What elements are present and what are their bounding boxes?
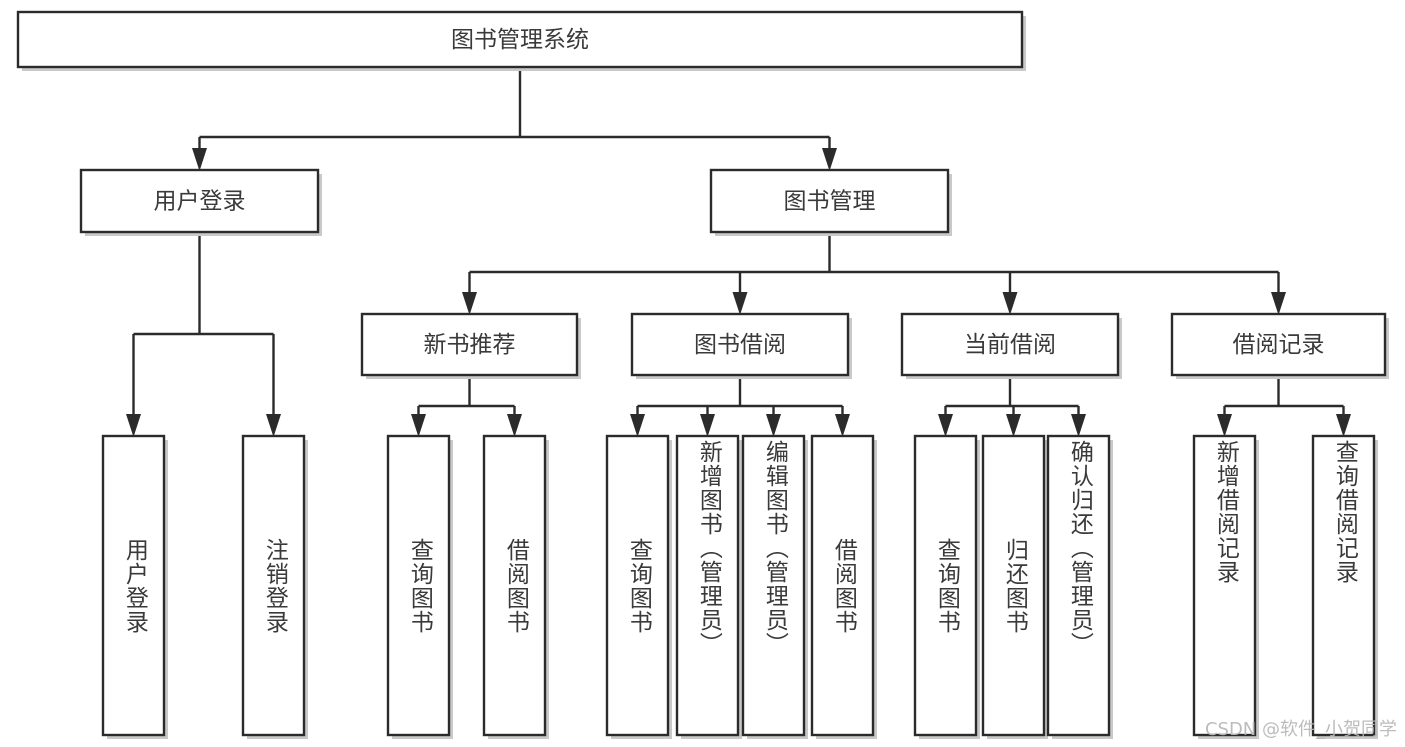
edge-group-current_borrow bbox=[938, 375, 1086, 437]
arrow-head-icon bbox=[1006, 414, 1021, 437]
node-label-current_borrow: 当前借阅 bbox=[964, 332, 1056, 358]
node-label-book_borrow: 图书借阅 bbox=[694, 332, 786, 358]
node-label-user_login: 用户登录 bbox=[154, 189, 246, 215]
node-box-leaf_borrow_query[interactable] bbox=[605, 434, 670, 737]
edge-group-new_book_rec bbox=[411, 375, 522, 437]
edge-group-root bbox=[192, 67, 837, 171]
node-box-layer bbox=[16, 10, 1389, 739]
arrow-head-icon bbox=[1336, 414, 1351, 437]
node-box-leaf_borrow_edit[interactable] bbox=[741, 434, 806, 737]
node-box-leaf_cur_query[interactable] bbox=[913, 434, 978, 737]
edge-group-user_login bbox=[126, 232, 281, 437]
node-label-book_manage: 图书管理 bbox=[784, 189, 876, 215]
arrow-head-icon bbox=[1002, 292, 1018, 315]
node-box-leaf_rec_borrow[interactable] bbox=[482, 434, 547, 737]
node-box-leaf_rec_search[interactable] bbox=[1311, 434, 1376, 737]
arrow-head-icon bbox=[732, 292, 748, 315]
watermark-text: CSDN @软件_小贺同学 bbox=[1204, 719, 1397, 740]
arrow-head-icon bbox=[1271, 292, 1286, 315]
node-box-leaf_rec_query[interactable] bbox=[386, 434, 451, 737]
node-label-root: 图书管理系统 bbox=[451, 27, 589, 53]
node-box-leaf_user_logout[interactable] bbox=[241, 434, 306, 737]
node-box-leaf_borrow_lend[interactable] bbox=[810, 434, 875, 737]
node-box-leaf_user_login[interactable] bbox=[101, 434, 166, 737]
arrow-head-icon bbox=[1071, 414, 1086, 437]
arrow-head-icon bbox=[1217, 414, 1232, 437]
node-box-leaf_rec_add[interactable] bbox=[1192, 434, 1257, 737]
node-box-book_borrow[interactable] bbox=[630, 312, 850, 377]
arrow-head-icon bbox=[938, 414, 953, 437]
node-box-user_login[interactable] bbox=[79, 168, 320, 234]
arrow-head-icon bbox=[766, 414, 781, 437]
node-label-new_book_rec: 新书推荐 bbox=[424, 332, 516, 358]
edge-group-book_borrow bbox=[630, 375, 850, 437]
arrow-head-icon bbox=[266, 414, 281, 437]
arrow-head-icon bbox=[822, 148, 837, 171]
edge-group-borrow_record bbox=[1217, 375, 1351, 437]
arrow-head-icon bbox=[835, 414, 850, 437]
arrow-head-icon bbox=[192, 148, 207, 171]
arrow-head-icon bbox=[411, 414, 426, 437]
connector-layer bbox=[126, 67, 1351, 437]
node-box-book_manage[interactable] bbox=[709, 168, 950, 234]
edge-group-book_manage bbox=[462, 232, 1286, 315]
node-box-current_borrow[interactable] bbox=[900, 312, 1120, 377]
node-box-leaf_cur_confirm[interactable] bbox=[1046, 434, 1111, 737]
arrow-head-icon bbox=[126, 414, 141, 437]
node-box-borrow_record[interactable] bbox=[1170, 312, 1387, 377]
node-box-leaf_borrow_add[interactable] bbox=[675, 434, 740, 737]
node-box-new_book_rec[interactable] bbox=[360, 312, 579, 377]
arrow-head-icon bbox=[630, 414, 645, 437]
arrow-head-icon bbox=[507, 414, 522, 437]
node-box-root[interactable] bbox=[16, 10, 1024, 69]
arrow-head-icon bbox=[462, 292, 477, 315]
node-box-leaf_cur_return[interactable] bbox=[981, 434, 1046, 737]
arrow-head-icon bbox=[700, 414, 715, 437]
node-label-borrow_record: 借阅记录 bbox=[1233, 332, 1325, 358]
